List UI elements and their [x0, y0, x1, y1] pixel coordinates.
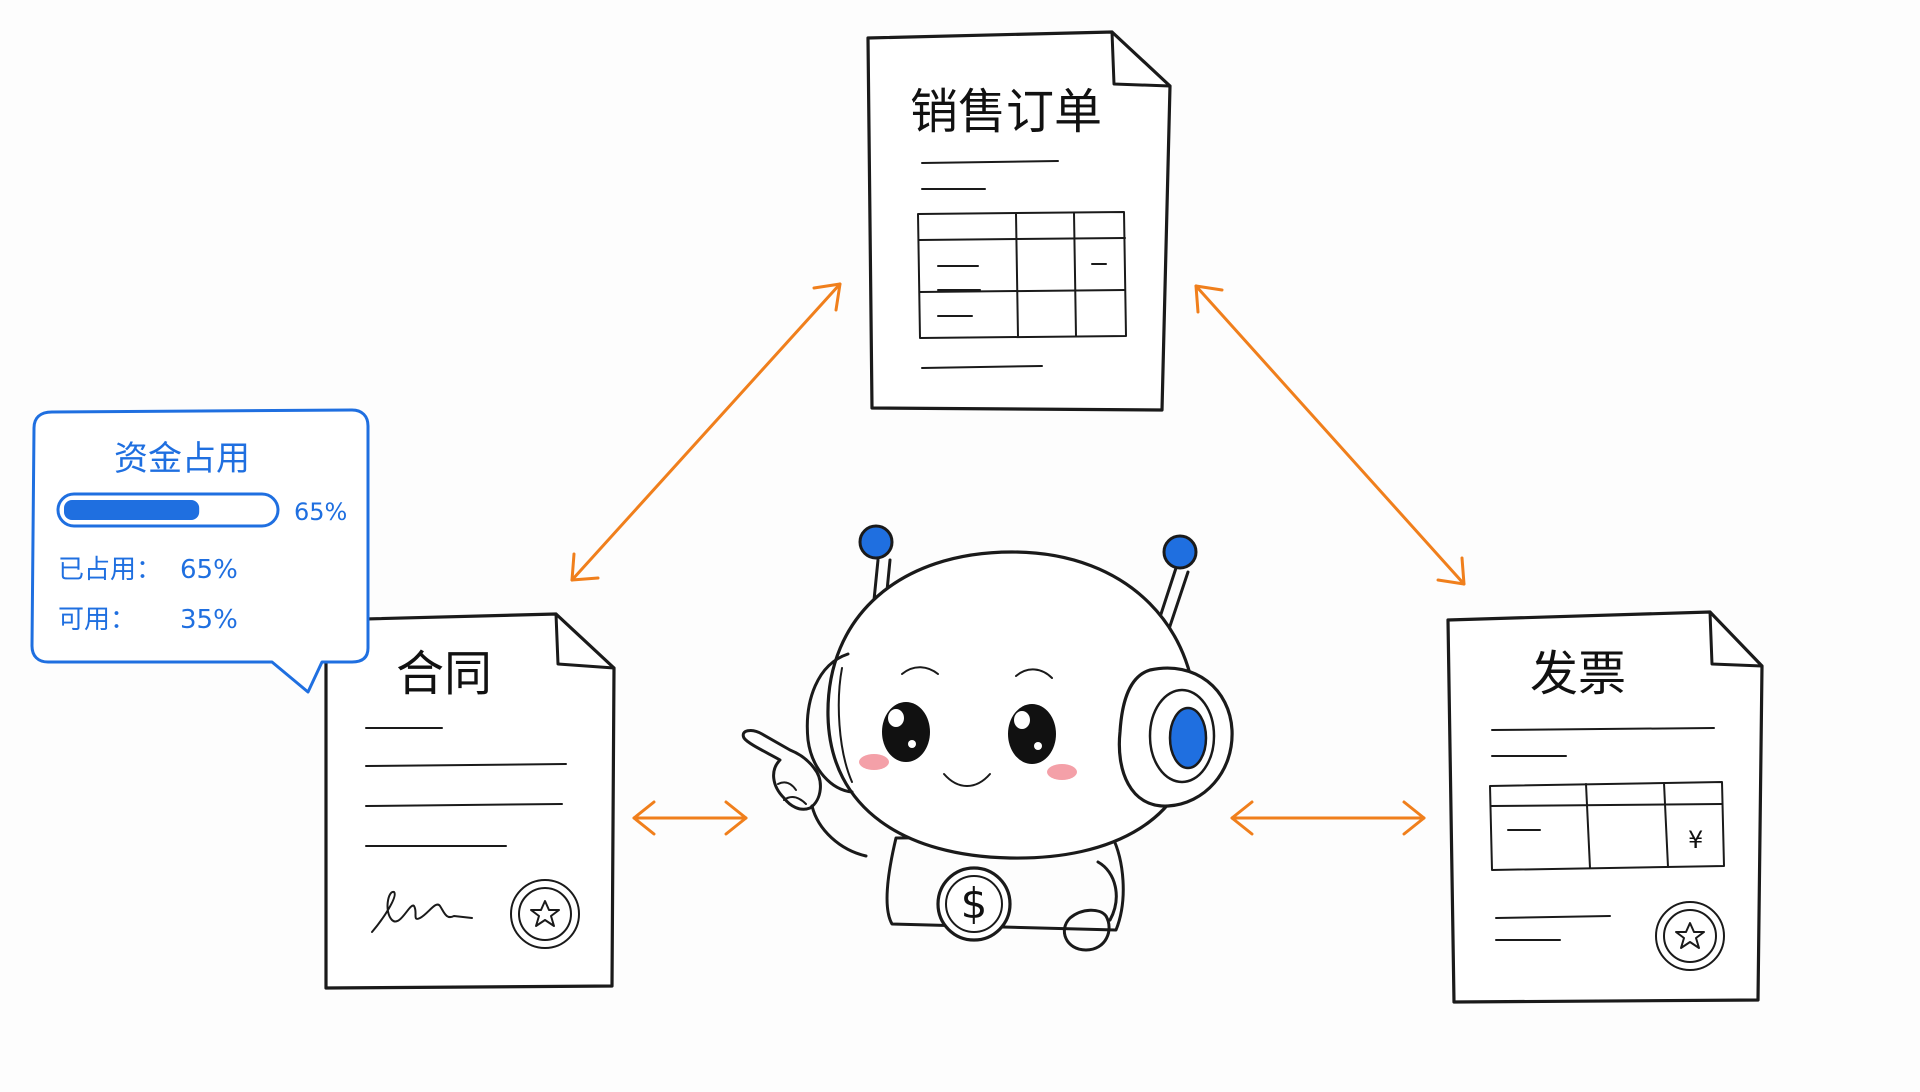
sales-order-lines — [921, 160, 1059, 369]
contract-lines — [365, 727, 567, 847]
arrow-order-contract — [570, 282, 842, 582]
left-eye-icon — [882, 702, 930, 762]
star-icon — [530, 900, 560, 927]
funding-callout: 资金占用 65% 已占用： 65% 可用： 35% — [30, 408, 370, 694]
left-antenna-ball-icon — [858, 524, 894, 560]
dollar-coin-icon: $ — [936, 866, 1012, 942]
arrow-order-invoice — [1194, 284, 1466, 586]
available-value: 35% — [180, 605, 238, 635]
invoice-table: ¥ — [1489, 781, 1725, 871]
dollar-symbol: $ — [961, 879, 988, 928]
arrow-contract-robot — [632, 800, 748, 836]
available-label: 可用： — [58, 605, 136, 635]
pointing-hand-icon — [741, 729, 822, 811]
sales-order-table — [917, 211, 1127, 339]
contract-document: 合同 — [324, 612, 616, 990]
contract-title: 合同 — [396, 646, 492, 702]
left-ear-icon — [805, 652, 854, 794]
robot-body — [885, 834, 1125, 932]
star-icon — [1675, 922, 1705, 949]
sales-order-document: 销售订单 — [866, 30, 1172, 412]
right-eyebrow — [1015, 668, 1053, 679]
robot-head — [826, 550, 1198, 860]
smile — [943, 773, 991, 787]
right-eye-icon — [1008, 704, 1056, 764]
progress-fill — [64, 500, 200, 520]
invoice-document: 发票 ¥ — [1446, 610, 1764, 1004]
invoice-seal — [1655, 901, 1725, 971]
left-arm — [810, 804, 868, 858]
arrow-robot-invoice — [1230, 800, 1426, 836]
used-value: 65% — [180, 555, 238, 585]
right-cheek — [1047, 764, 1077, 780]
callout-bubble — [30, 408, 370, 694]
signature — [371, 891, 473, 933]
right-fist — [1063, 908, 1111, 952]
robot-mascot: $ — [741, 524, 1234, 952]
used-label: 已占用： — [58, 555, 162, 585]
right-antenna-ball-icon — [1162, 534, 1198, 570]
left-eyebrow — [901, 666, 939, 675]
invoice-lines — [1491, 727, 1715, 941]
yen-symbol: ¥ — [1688, 826, 1703, 854]
callout-title: 资金占用 — [114, 439, 250, 479]
contract-seal — [510, 879, 580, 949]
left-ear-rim — [837, 667, 853, 783]
sales-order-title: 销售订单 — [910, 84, 1102, 140]
invoice-title: 发票 — [1530, 646, 1626, 702]
progress-percent-label: 65% — [294, 498, 347, 526]
headphone-icon — [1117, 666, 1234, 808]
left-cheek — [859, 754, 889, 770]
